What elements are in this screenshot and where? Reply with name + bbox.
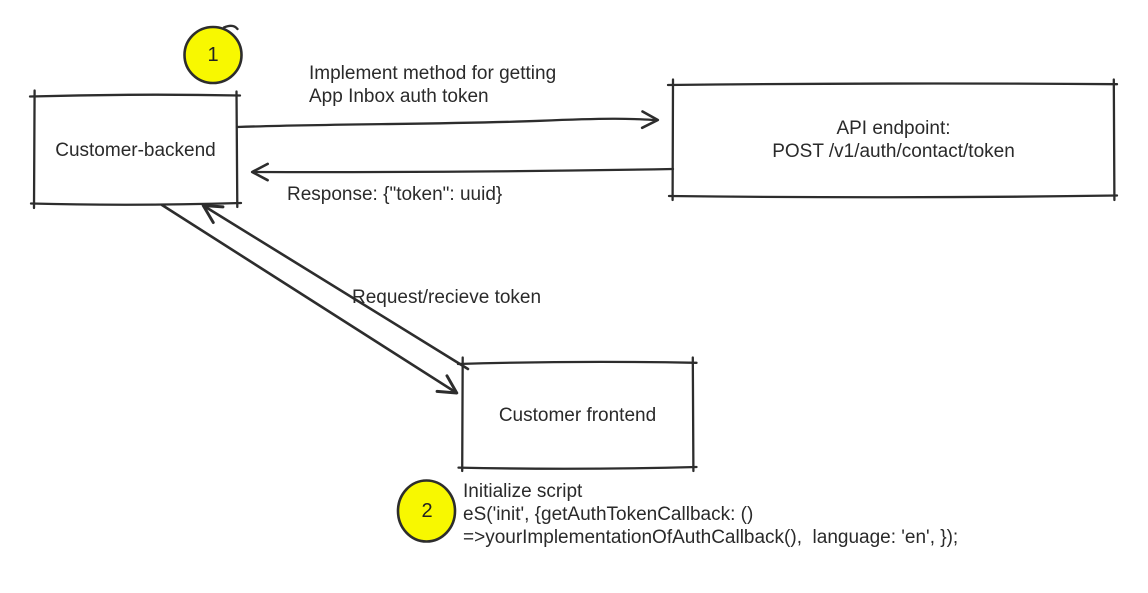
api-node-box: [666, 78, 1119, 202]
edge-label-request-receive-token: Request/recieve token: [352, 287, 542, 308]
arrow-api-to-backend: [250, 162, 675, 182]
step2-number: 2: [421, 500, 433, 522]
step1-number: 1: [207, 43, 219, 66]
frontend-node-label: Customer frontend: [498, 404, 657, 426]
api-endpoint-node-label: API endpoint: POST /v1/auth/contact/toke…: [772, 118, 1015, 162]
arrow-backend-to-api: [235, 110, 660, 130]
edge-label-response-token: Response: {"token": uuid}: [287, 184, 503, 205]
initialize-script-note: Initialize script eS('init', {getAuthTok…: [463, 481, 959, 548]
step1-circle: [183, 24, 243, 85]
step2-circle: [396, 479, 457, 543]
edge-label-implement-method: Implement method for getting App Inbox a…: [309, 63, 557, 107]
frontend-node-box: [456, 356, 698, 473]
arrow-backend-to-frontend: [160, 203, 459, 395]
backend-node-box: [28, 89, 243, 210]
arrow-frontend-to-backend: [201, 204, 470, 371]
backend-node-label: Customer-backend: [55, 139, 216, 161]
